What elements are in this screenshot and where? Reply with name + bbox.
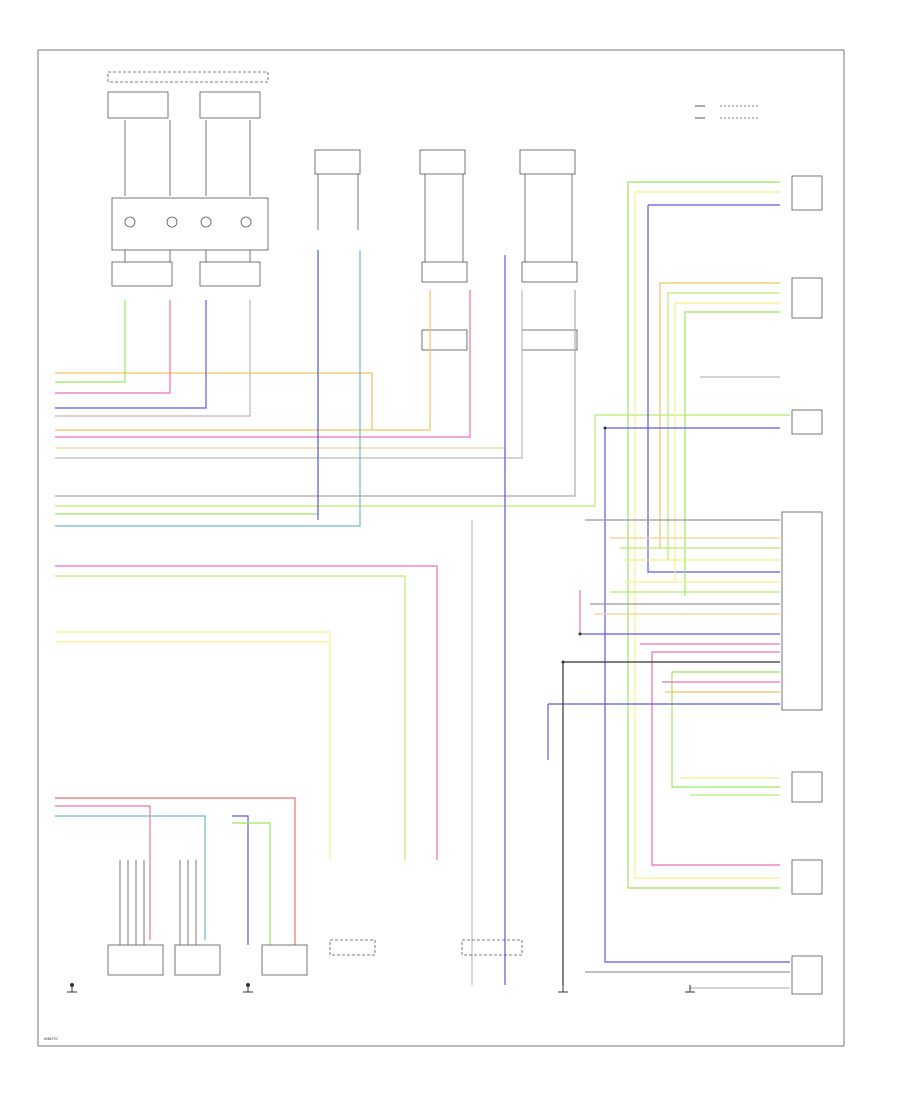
- diagram-frame: [37, 49, 845, 1047]
- ground-symbols: [67, 985, 695, 993]
- left-seat-module-group: [107, 71, 269, 287]
- wire-bundle: [55, 181, 790, 989]
- splice-dots: [70, 426, 607, 987]
- bottom-modules: [107, 860, 523, 976]
- top-right-connector: [695, 105, 760, 119]
- right-connectors: [781, 175, 823, 995]
- footer-code: W8UTC: [44, 1036, 58, 1041]
- center-top-modules: [314, 149, 578, 351]
